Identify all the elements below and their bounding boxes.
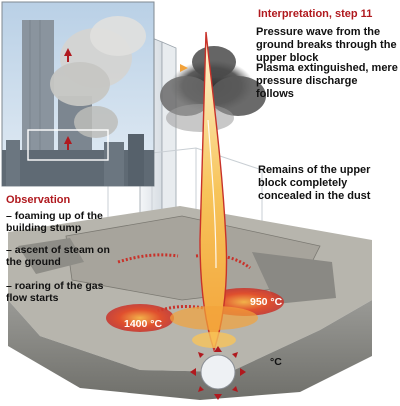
ground-block <box>8 206 372 400</box>
interpretation-title: Interpretation, step 11 <box>258 8 373 20</box>
upward-arrows <box>64 48 72 150</box>
interpretation-line-3: Remains of the upper block completely co… <box>258 164 371 202</box>
observation-title: Observation <box>6 194 71 206</box>
temperature-label-bottom: °C <box>270 356 282 368</box>
temperature-label-left: 1400 °C <box>124 318 163 330</box>
temperature-label-right: 950 °C <box>250 296 283 308</box>
observation-item: – roaring of the gas flow starts <box>6 280 104 305</box>
marker-arrow <box>180 64 188 72</box>
photo-inset <box>1 1 155 187</box>
hot-pool-left <box>106 304 174 332</box>
interpretation-line-1: Pressure wave from the ground breaks thr… <box>256 26 397 64</box>
gas-jet <box>170 31 258 353</box>
observation-item: – ascent of steam on the ground <box>6 244 110 269</box>
observation-item: – foaming up of the building stump <box>6 210 103 235</box>
pressure-chamber <box>190 346 246 400</box>
interpretation-line-2: Plasma extinguished, mere pressure disch… <box>256 62 398 100</box>
inward-pressure-arrows <box>190 346 246 400</box>
